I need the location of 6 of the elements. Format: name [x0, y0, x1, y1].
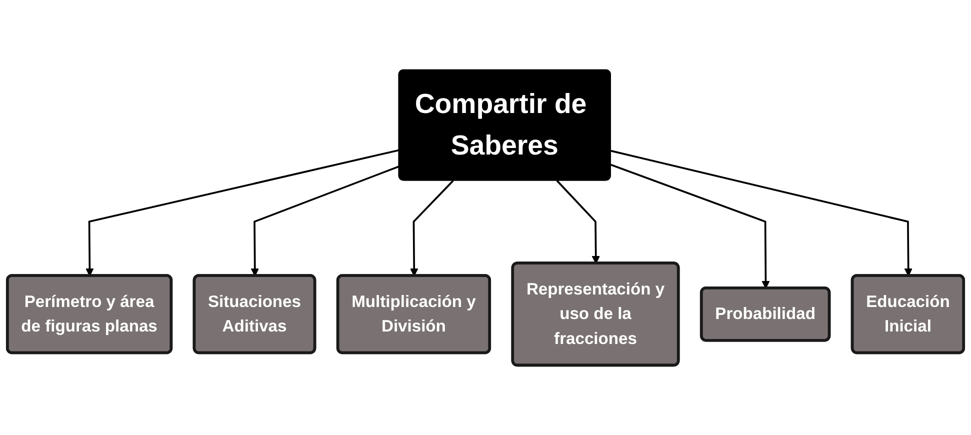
arrow	[86, 149, 400, 276]
arrow	[556, 180, 600, 264]
arrow	[610, 150, 912, 276]
arrow	[250, 166, 400, 276]
arrow	[610, 164, 770, 289]
arrow	[410, 180, 454, 276]
